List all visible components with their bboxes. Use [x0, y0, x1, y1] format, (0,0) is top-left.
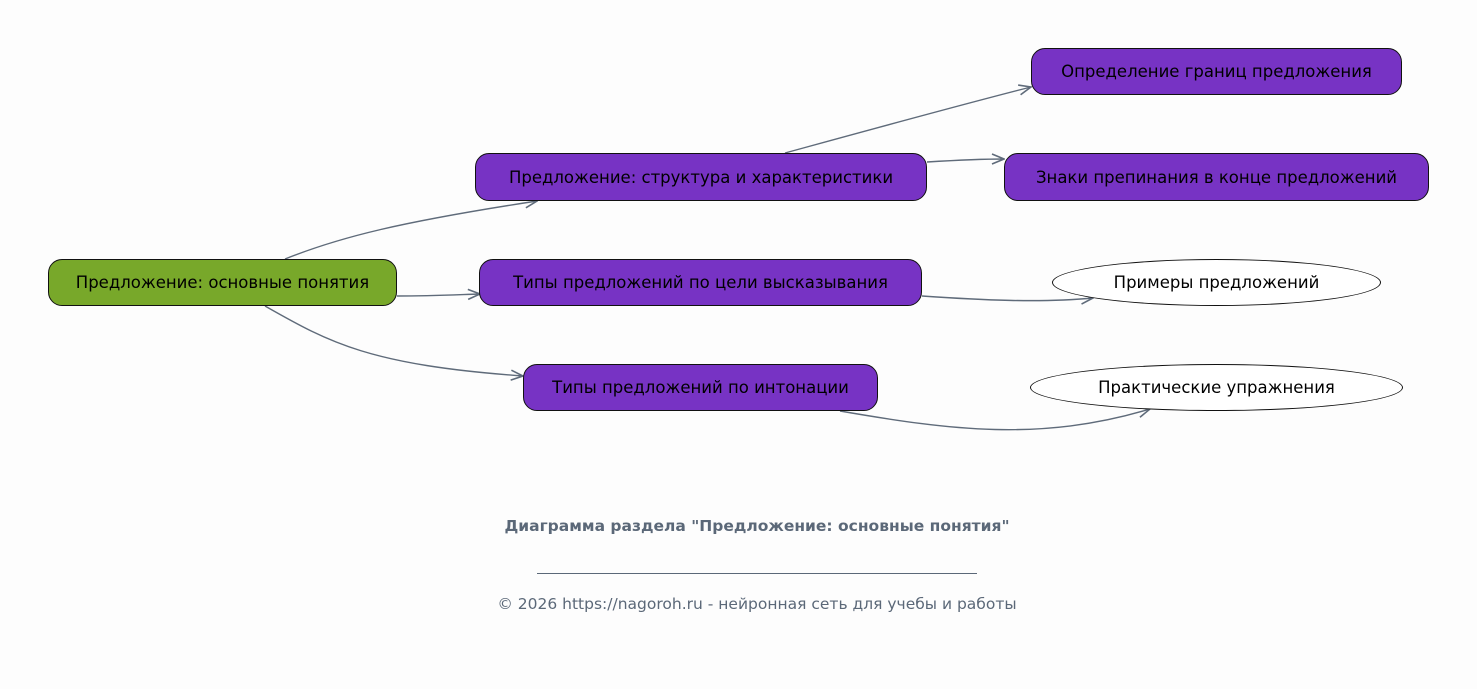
node-label: Определение границ предложения — [1061, 62, 1372, 81]
node-examples[interactable]: Примеры предложений — [1052, 259, 1381, 306]
edge-purpose-examples — [921, 296, 1093, 301]
footer-copyright: © 2026 https://nagoroh.ru - нейронная се… — [497, 595, 1017, 613]
edge-structure-boundaries — [784, 87, 1031, 154]
divider — [537, 573, 977, 574]
node-label: Предложение: основные понятия — [75, 273, 370, 292]
node-label: Типы предложений по цели высказывания — [513, 273, 888, 292]
diagram-title: Диаграмма раздела "Предложение: основные… — [504, 517, 1010, 535]
edge-root-purpose — [396, 294, 480, 296]
node-label: Знаки препинания в конце предложений — [1035, 167, 1398, 187]
node-structure[interactable]: Предложение: структура и характеристики — [475, 153, 927, 201]
edge-structure-punctuation — [926, 159, 1004, 162]
node-label: Практические упражнения — [1098, 378, 1335, 397]
node-purpose-types[interactable]: Типы предложений по цели высказывания — [479, 259, 922, 306]
edge-root-intonation — [264, 305, 523, 376]
node-boundaries[interactable]: Определение границ предложения — [1031, 48, 1402, 95]
node-intonation-types[interactable]: Типы предложений по интонации — [523, 364, 878, 411]
node-root[interactable]: Предложение: основные понятия — [48, 259, 397, 306]
edge-root-structure — [284, 201, 537, 260]
node-label: Предложение: структура и характеристики — [508, 167, 894, 187]
edge-intonation-exercises — [839, 409, 1150, 431]
node-label: Примеры предложений — [1113, 273, 1320, 292]
node-punctuation[interactable]: Знаки препинания в конце предложений — [1004, 153, 1429, 201]
node-exercises[interactable]: Практические упражнения — [1030, 364, 1403, 411]
node-label: Типы предложений по интонации — [552, 378, 849, 397]
